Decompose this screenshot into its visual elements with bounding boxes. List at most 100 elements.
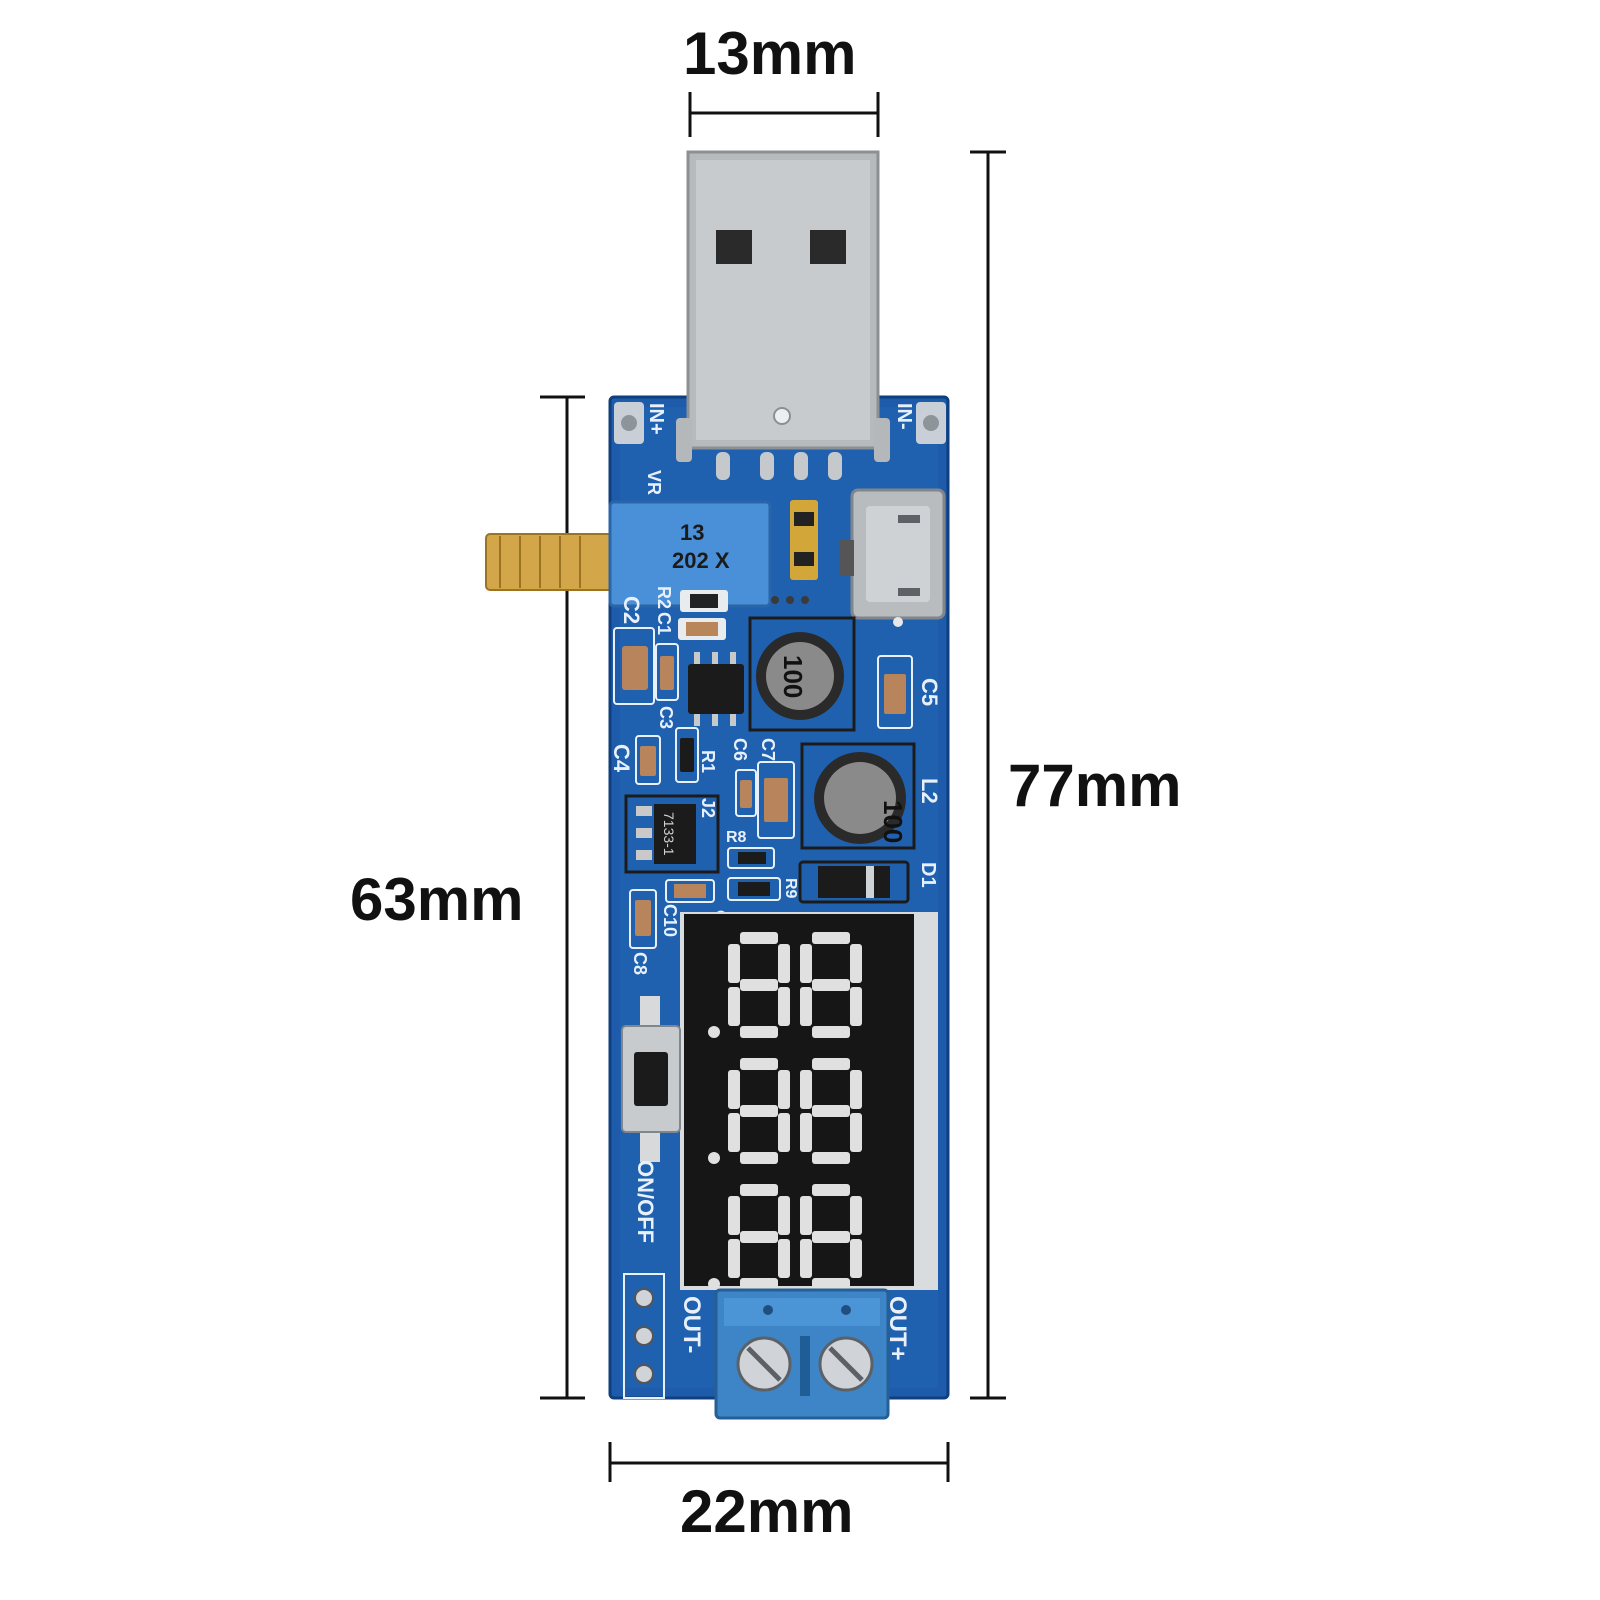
label-c2: C2	[619, 596, 644, 624]
bottom-width-label: 22mm	[680, 1478, 854, 1545]
segment-1-1-6	[850, 1113, 862, 1152]
label-r1: R1	[698, 750, 718, 773]
r1-outline	[675, 727, 699, 783]
label-in-plus: IN+	[645, 403, 667, 435]
c8-body	[635, 900, 651, 936]
segment-0-0-6	[778, 987, 790, 1026]
label-j2: J2	[698, 798, 718, 818]
segment-1-1-5	[800, 1113, 812, 1152]
r1-body	[680, 738, 694, 772]
potentiometer[interactable]: 13 202 X	[485, 500, 772, 608]
c6-outline	[735, 769, 757, 817]
segment-0-0-3	[728, 944, 740, 983]
seven-segment-display-icon	[680, 912, 938, 1290]
inductor-2-marking: 100	[878, 800, 908, 843]
segment-0-0-0	[740, 932, 778, 944]
regulator-j2: 7133-1	[624, 794, 720, 874]
segment-1-0-6	[778, 1113, 790, 1152]
label-c8: C8	[630, 952, 650, 975]
r8-body	[738, 852, 766, 864]
segment-0-1-4	[850, 944, 862, 983]
segment-2-0-2	[740, 1278, 778, 1290]
c10-outline	[665, 879, 715, 903]
label-c10: C10	[660, 904, 680, 937]
decimal-point-1	[708, 1152, 720, 1164]
segment-2-1-6	[850, 1239, 862, 1278]
inductor-1-marking: 100	[778, 655, 808, 698]
top-width-label: 13mm	[683, 20, 857, 87]
segment-2-1-1	[812, 1231, 850, 1243]
segment-1-1-2	[812, 1152, 850, 1164]
label-r8: R8	[726, 829, 747, 846]
push-button-icon[interactable]	[621, 996, 681, 1162]
label-out-minus: OUT-	[678, 1296, 705, 1353]
c10-body	[674, 884, 706, 898]
total-height-label: 77mm	[1008, 752, 1182, 819]
segment-2-1-5	[800, 1239, 812, 1278]
segment-2-0-1	[740, 1231, 778, 1243]
display-digits	[708, 932, 862, 1290]
c7-outline	[757, 761, 795, 839]
inductor-1: 100	[748, 616, 856, 732]
board-height-label: 63mm	[350, 866, 524, 933]
segment-1-0-5	[728, 1113, 740, 1152]
segment-0-1-1	[812, 979, 850, 991]
decimal-point-0	[708, 1026, 720, 1038]
segment-1-0-2	[740, 1152, 778, 1164]
pot-marking-1: 13	[680, 520, 704, 545]
header-pins	[623, 1273, 665, 1399]
inductor-2: 100	[800, 742, 916, 850]
pot-marking-2: 202 X	[672, 548, 730, 573]
label-c6: C6	[730, 738, 750, 761]
label-r2: R2	[654, 586, 674, 609]
ic-chip	[688, 652, 744, 726]
label-r9: R9	[782, 878, 799, 899]
smd-components-top	[678, 500, 903, 640]
segment-0-1-2	[812, 1026, 850, 1038]
label-l2: L2	[917, 778, 942, 804]
c8-outline	[629, 889, 657, 949]
segment-2-0-3	[728, 1196, 740, 1235]
segment-1-1-0	[812, 1058, 850, 1070]
segment-0-0-4	[778, 944, 790, 983]
capacitors-left	[613, 627, 679, 785]
c7-body	[764, 778, 788, 822]
segment-2-1-2	[812, 1278, 850, 1290]
segment-2-0-5	[728, 1239, 740, 1278]
c5-outline	[877, 655, 913, 729]
segment-1-0-4	[778, 1070, 790, 1109]
segment-0-1-3	[800, 944, 812, 983]
segment-2-1-0	[812, 1184, 850, 1196]
micro-usb-port-icon	[840, 488, 946, 620]
segment-0-0-1	[740, 979, 778, 991]
diode-d1	[798, 860, 910, 904]
segment-1-1-1	[812, 1105, 850, 1117]
label-c1: C1	[654, 612, 674, 635]
segment-0-1-0	[812, 932, 850, 944]
segment-1-0-1	[740, 1105, 778, 1117]
segment-1-0-0	[740, 1058, 778, 1070]
label-c5: C5	[917, 678, 942, 706]
segment-1-0-3	[728, 1070, 740, 1109]
usb-a-plug-icon	[676, 150, 890, 480]
label-vr: VR	[644, 470, 664, 495]
segment-2-1-3	[800, 1196, 812, 1235]
label-c3: C3	[656, 706, 676, 729]
label-in-minus: IN-	[893, 403, 915, 430]
label-on-off: ON/OFF	[633, 1160, 658, 1243]
screw-terminal-icon[interactable]	[714, 1288, 890, 1420]
c5-body	[884, 674, 906, 714]
segment-1-1-4	[850, 1070, 862, 1109]
label-c7: C7	[758, 738, 778, 761]
segment-1-1-3	[800, 1070, 812, 1109]
decimal-point-2	[708, 1278, 720, 1290]
r9-body	[738, 882, 770, 896]
r9-outline	[727, 877, 781, 901]
segment-0-1-5	[800, 987, 812, 1026]
regulator-marking: 7133-1	[661, 812, 677, 856]
segment-0-0-5	[728, 987, 740, 1026]
segment-0-0-2	[740, 1026, 778, 1038]
segment-2-0-4	[778, 1196, 790, 1235]
c6-body	[740, 780, 752, 808]
